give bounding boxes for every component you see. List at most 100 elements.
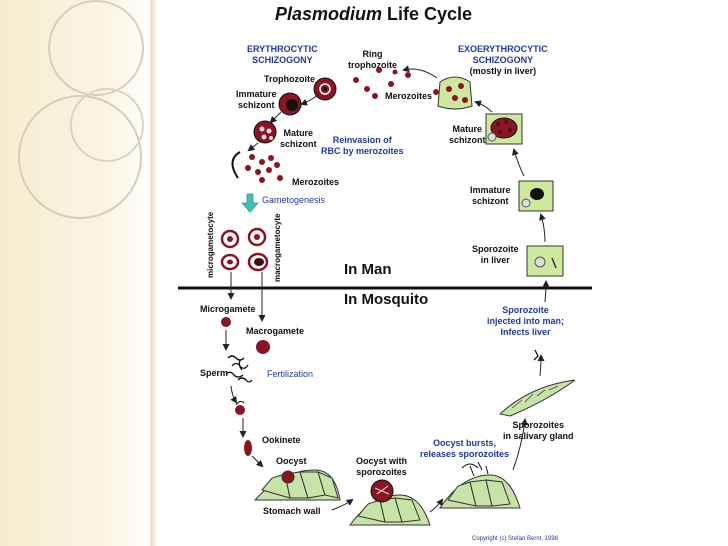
gametocyte-cells — [220, 227, 269, 272]
label-injected-2: injected into man; — [487, 316, 565, 326]
label-gland-1: Sporozoites — [512, 420, 565, 430]
label-fertilization: Fertilization — [267, 369, 314, 379]
arrow-mature-to-release — [474, 100, 493, 113]
label-exo-1: EXOERYTHROCYTIC — [458, 44, 548, 54]
decorative-sidebar — [0, 0, 150, 546]
label-mature-right-2: schizont — [449, 135, 486, 145]
label-reinvasion-2: RBC by merozoites — [321, 146, 404, 156]
label-bursts-2: releases sporozoites — [420, 449, 510, 459]
label-macrogametocyte: macrogametocyte — [273, 213, 282, 282]
label-sporozoite-liver-2: in liver — [480, 255, 510, 265]
label-sporozoite-liver-1: Sporozoite — [472, 244, 519, 254]
arrow-ookinete-to-oocyst — [251, 455, 264, 468]
arrow-immature-to-mature-liver — [512, 148, 525, 177]
immature-schizont-left-cell — [253, 120, 277, 144]
arrow-oocyst-to-burst — [429, 498, 444, 513]
macrogamete-cell — [256, 340, 270, 354]
sidebar-edge — [150, 0, 158, 546]
arrow-merozoites-to-trophozoite — [300, 94, 319, 106]
label-in-man: In Man — [344, 261, 392, 278]
sperm-cells — [225, 355, 253, 383]
arrow-sporozoite-to-immature-liver — [539, 213, 546, 243]
label-in-mosquito: In Mosquito — [344, 291, 429, 308]
label-ring-1: Ring — [362, 49, 383, 59]
zygote-cell — [235, 400, 245, 415]
stomach-wall-with-sporozoites — [349, 479, 431, 526]
ookinete-cell — [244, 440, 252, 456]
trophozoite-cell — [278, 92, 302, 116]
salivary-gland — [498, 379, 576, 417]
ring-trophozoite-cell — [313, 77, 337, 101]
decorative-ring — [70, 88, 144, 162]
label-injected-1: Sporozoite — [502, 305, 549, 315]
title-rest: Life Cycle — [382, 4, 473, 24]
label-erythrocytic-1: ERYTHROCYTIC — [247, 44, 318, 54]
label-mature-left-1: Mature — [283, 128, 314, 138]
label-immature-right-2: schizont — [472, 196, 509, 206]
label-oocyst-bursts: Oocyst bursts,releases sporozoites — [420, 438, 509, 460]
label-reinvasion-1: Reinvasion of — [332, 135, 392, 145]
label-injected-3: Infects liver — [500, 327, 551, 337]
arrow-sperm-to-zygote — [230, 385, 238, 404]
arrow-immature-to-mature — [247, 142, 259, 152]
liver-cell-immature-schizont — [518, 180, 554, 212]
label-mature-left-2: schizont — [280, 139, 317, 149]
arrow-burst-to-salivary — [512, 418, 528, 471]
merozoites-burst-cell — [231, 151, 283, 183]
arrow-salivary-to-injected — [537, 354, 545, 377]
liver-cell-sporozoite — [526, 245, 564, 277]
diagram-title: Plasmodium Life Cycle — [275, 4, 472, 25]
label-oocyst: Oocyst — [276, 456, 307, 466]
merozoites-top — [353, 67, 411, 99]
stomach-wall-oocyst-burst — [439, 461, 521, 509]
stomach-wall-with-oocyst — [253, 469, 341, 501]
label-merozoites-top: Merozoites — [385, 91, 433, 101]
label-macrogamete: Macrogamete — [246, 326, 305, 336]
label-copyright: Copyright (c) Stefan Bernt, 1998 — [472, 536, 559, 542]
label-immature-left-1: Immature — [236, 89, 277, 99]
label-trophozoite: Trophozoite — [264, 74, 315, 84]
label-mature-right-1: Mature — [452, 124, 483, 134]
label-exo-3: (mostly in liver) — [469, 66, 537, 76]
label-immature-left-2: schizont — [238, 100, 275, 110]
label-sperm: Sperm — [200, 368, 229, 378]
liver-release-cell — [433, 76, 473, 110]
label-microgametocyte: microgametocyte — [206, 211, 215, 278]
label-exo-2: SCHIZOGONY — [472, 55, 534, 65]
label-microgamete: Microgamete — [200, 304, 256, 314]
arrow-liver-merozoites-out — [402, 65, 438, 79]
label-bursts-1: Oocyst bursts, — [433, 438, 497, 448]
arrow-oocyst-to-oocyst-with-sporozoites — [331, 498, 354, 511]
injected-sporozoite — [533, 349, 539, 361]
label-merozoites-left: Merozoites — [292, 177, 340, 187]
label-stomach-wall: Stomach wall — [263, 506, 321, 516]
arrow-injected-to-liver — [542, 280, 550, 303]
gametogenesis-arrow — [241, 193, 259, 213]
microgamete-cell — [221, 317, 231, 327]
label-oocyst-with-1: Oocyst with — [356, 456, 408, 466]
label-immature-right-1: Immature — [470, 185, 511, 195]
label-ring-2: trophozoite — [348, 60, 397, 70]
arrow-trophozoite-to-immature — [269, 111, 282, 124]
label-erythrocytic-2: SCHIZOGONY — [252, 55, 313, 65]
label-ookinete: Ookinete — [262, 435, 301, 445]
label-gland-2: in salivary gland — [503, 431, 574, 441]
liver-cell-mature-schizont — [485, 113, 523, 145]
label-oocyst-with-2: sporozoites — [356, 467, 407, 477]
title-genus: Plasmodium — [275, 4, 383, 24]
label-gametogenesis: Gametogenesis — [262, 195, 326, 205]
